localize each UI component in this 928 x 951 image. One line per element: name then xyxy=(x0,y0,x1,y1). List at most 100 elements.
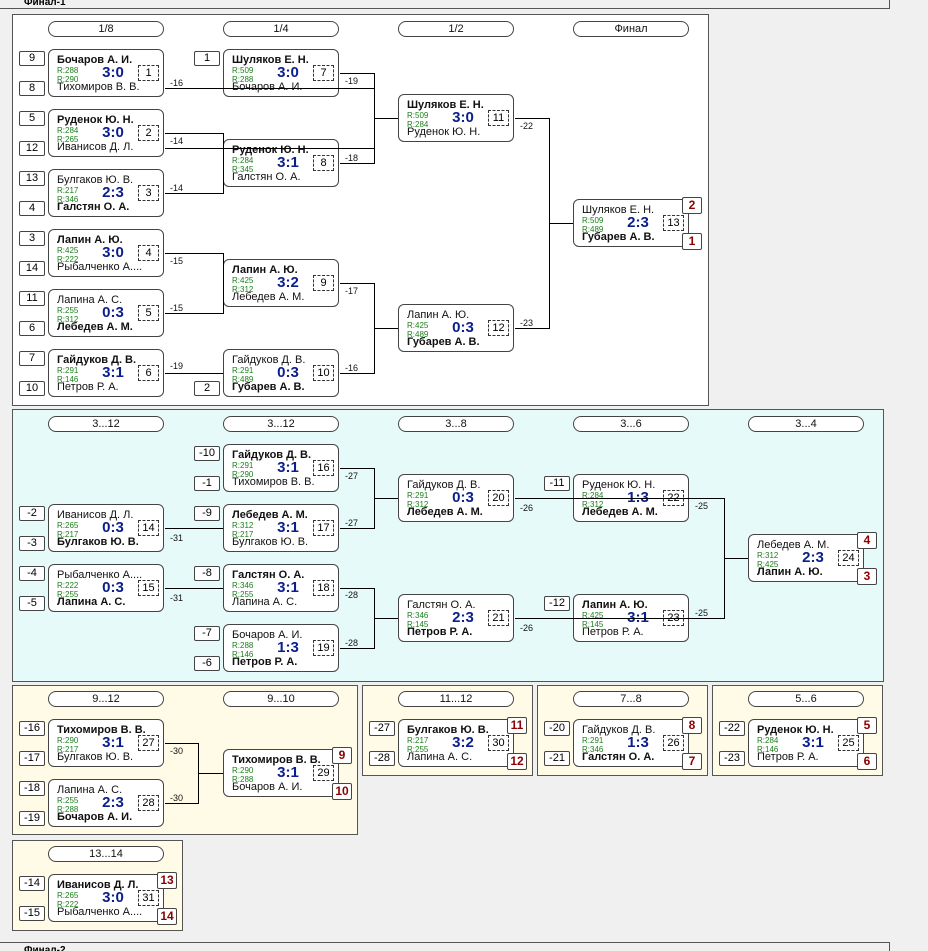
rating-bottom: R:290 xyxy=(57,75,79,84)
player-top: Тихомиров В. В. xyxy=(57,724,146,736)
seed-box: -5 xyxy=(19,596,45,611)
rating-bottom: R:255 xyxy=(57,590,79,599)
loser-note: -17 xyxy=(345,286,359,296)
place-box: 11 xyxy=(507,717,527,734)
match-number: 24 xyxy=(838,550,859,566)
rating-bottom: R:489 xyxy=(407,330,429,339)
stage-header: 7...8 xyxy=(573,691,689,707)
rating-top: R:425 xyxy=(407,321,429,330)
player-bottom: Рыбалченко А.... xyxy=(57,906,143,918)
seed-box: -8 xyxy=(194,566,220,581)
rating-top: R:255 xyxy=(57,306,79,315)
player-bottom: Тихомиров В. В. xyxy=(232,476,315,488)
seed-box: -19 xyxy=(19,811,45,826)
seed-box: -27 xyxy=(369,721,395,736)
connector-line xyxy=(223,253,224,314)
rating-bottom: R:222 xyxy=(57,255,79,264)
player-top: Шуляков Е. Н. xyxy=(582,204,655,216)
rating-bottom: R:312 xyxy=(232,285,254,294)
rating-top: R:346 xyxy=(232,581,254,590)
player-top: Бочаров А. И. xyxy=(232,629,303,641)
player-top: Лапин А. Ю. xyxy=(57,234,123,246)
match-number: 8 xyxy=(313,155,334,171)
rating-bottom: R:288 xyxy=(232,775,254,784)
match-number: 15 xyxy=(138,580,159,596)
player-top: Галстян О. А. xyxy=(232,569,305,581)
player-bottom: Булгаков Ю. В. xyxy=(57,536,139,548)
rating-top: R:291 xyxy=(232,461,254,470)
player-top: Бочаров А. И. xyxy=(57,54,133,66)
player-top: Лапина А. С. xyxy=(57,784,123,796)
loser-note: -19 xyxy=(345,76,359,86)
player-bottom: Бочаров А. И. xyxy=(232,781,303,793)
match-score: 3:1 xyxy=(277,519,299,536)
match-number: 28 xyxy=(138,795,159,811)
rating-bottom: R:489 xyxy=(582,225,604,234)
connector-line xyxy=(165,133,223,134)
player-top: Руденок Ю. Н. xyxy=(582,479,656,491)
rating-top: R:291 xyxy=(582,736,604,745)
rating-bottom: R:290 xyxy=(232,470,254,479)
match-number: 4 xyxy=(138,245,159,261)
connector-line xyxy=(165,743,198,744)
place-box: 13 xyxy=(157,872,177,889)
player-top: Галстян О. А. xyxy=(407,599,476,611)
rating-top: R:509 xyxy=(232,66,254,75)
match-number: 9 xyxy=(313,275,334,291)
rating-bottom: R:146 xyxy=(757,745,779,754)
connector-line xyxy=(165,528,223,529)
loser-note: -14 xyxy=(170,183,184,193)
connector-line xyxy=(165,373,223,374)
seed-box: -14 xyxy=(19,876,45,891)
match-number: 25 xyxy=(838,735,859,751)
rating-top: R:291 xyxy=(57,366,79,375)
seed-box: -9 xyxy=(194,506,220,521)
match-score: 2:3 xyxy=(102,794,124,811)
rating-top: R:284 xyxy=(757,736,779,745)
rating-top: R:288 xyxy=(232,641,254,650)
seed-box: -11 xyxy=(544,476,570,491)
match-score: 3:1 xyxy=(277,579,299,596)
rating-bottom: R:288 xyxy=(57,805,79,814)
match-score: 0:3 xyxy=(102,304,124,321)
player-top: Лебедев А. М. xyxy=(757,539,830,551)
seed-box: 5 xyxy=(19,111,45,126)
connector-line xyxy=(165,588,223,589)
match-score: 3:1 xyxy=(277,764,299,781)
player-top: Гайдуков Д. В. xyxy=(407,479,481,491)
seed-box: -20 xyxy=(544,721,570,736)
seed-box: 8 xyxy=(19,81,45,96)
seed-box: -7 xyxy=(194,626,220,641)
rating-top: R:425 xyxy=(57,246,79,255)
stage-header: 1/8 xyxy=(48,21,164,37)
player-top: Руденок Ю. Н. xyxy=(57,114,134,126)
connector-line xyxy=(340,648,374,649)
loser-note: -27 xyxy=(345,471,359,481)
connector-line xyxy=(165,193,223,194)
seed-box: 9 xyxy=(19,51,45,66)
seed-box: -23 xyxy=(719,751,745,766)
connector-line xyxy=(374,118,398,119)
rating-top: R:509 xyxy=(582,216,604,225)
player-bottom: Губарев А. В. xyxy=(232,381,305,393)
player-bottom: Лапина А. С. xyxy=(57,596,126,608)
match-number: 20 xyxy=(488,490,509,506)
rating-bottom: R:312 xyxy=(582,500,604,509)
connector-line xyxy=(340,163,374,164)
rating-bottom: R:345 xyxy=(232,165,254,174)
seed-box: 6 xyxy=(19,321,45,336)
loser-note: -28 xyxy=(345,638,359,648)
player-bottom: Булгаков Ю. В. xyxy=(232,536,309,548)
rating-bottom: R:346 xyxy=(582,745,604,754)
match-number: 27 xyxy=(138,735,159,751)
